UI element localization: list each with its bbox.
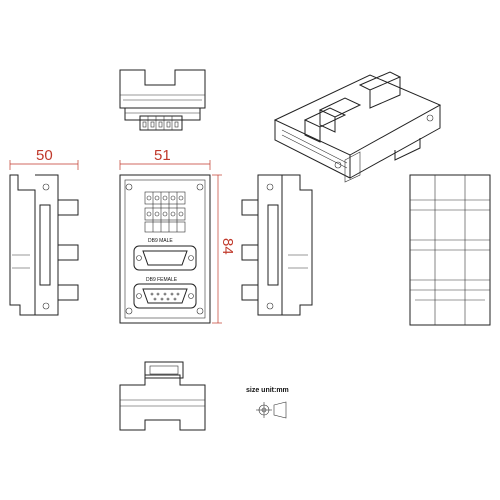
size-unit-legend: size unit:mm <box>246 387 289 419</box>
db9-female-connector <box>133 283 197 309</box>
dimension-front-height: 84 <box>212 174 236 324</box>
front-height-value: 84 <box>219 238 236 255</box>
size-unit-text: size unit:mm <box>246 387 289 394</box>
db9-male-label: DB9 MALE <box>148 238 173 244</box>
front-view: DB9 MALE DB9 FEMALE <box>119 174 211 324</box>
terminal-block-top <box>139 115 183 131</box>
far-right-view <box>409 174 491 326</box>
left-side-view <box>9 174 79 316</box>
terminal-block-front <box>144 191 186 233</box>
top-view <box>119 69 206 131</box>
projection-symbol-icon <box>256 401 287 419</box>
dimension-front-width: 51 <box>119 147 211 170</box>
front-width-value: 51 <box>154 147 171 164</box>
right-side-view <box>241 174 313 316</box>
bottom-view <box>119 361 206 431</box>
db9-female-label: DB9 FEMALE <box>146 277 178 283</box>
dimension-side-width: 50 <box>9 147 79 170</box>
side-width-value: 50 <box>36 147 53 164</box>
db9-male-connector <box>133 245 197 271</box>
isometric-view <box>273 71 442 183</box>
